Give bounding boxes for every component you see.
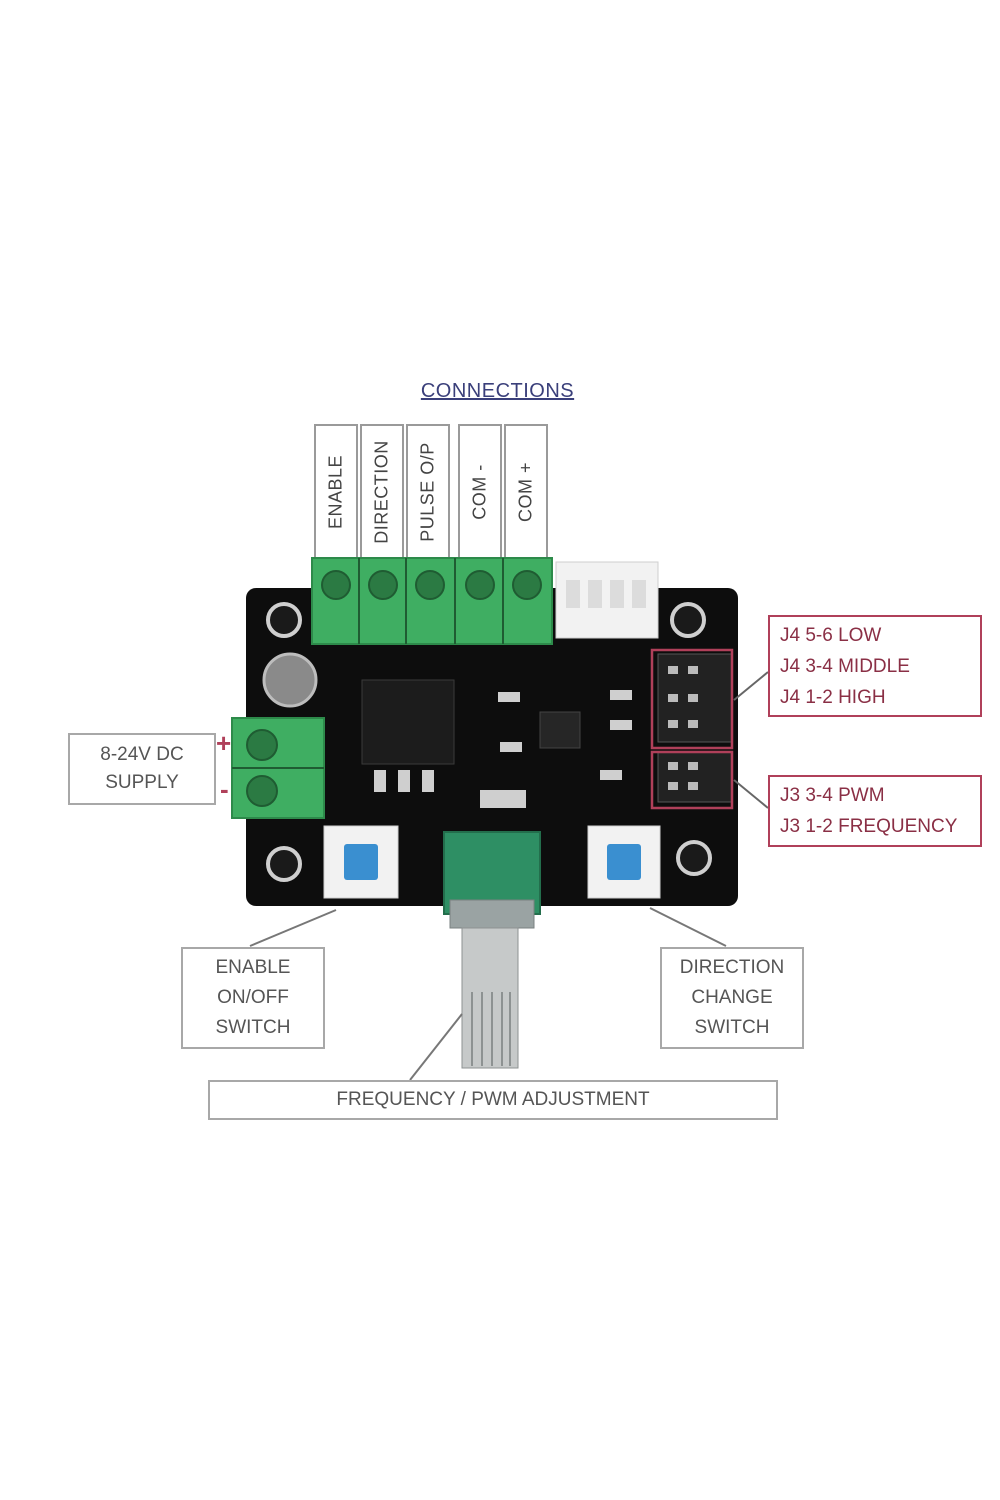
direction-line1: DIRECTION — [679, 957, 785, 978]
capacitor — [262, 652, 318, 708]
direction-line2: CHANGE — [691, 987, 773, 1008]
enable-line2: ON/OFF — [217, 987, 289, 1008]
enable-switch-box: ENABLE ON/OFF SWITCH — [181, 947, 325, 1049]
jumper-j4-box: J4 5-6 LOW J4 3-4 MIDDLE J4 1-2 HIGH — [768, 615, 982, 717]
connections-title: CONNECTIONS — [420, 380, 575, 402]
j4-low: J4 5-6 LOW — [780, 624, 882, 646]
enable-line1: ENABLE — [215, 957, 291, 978]
pot-adjustment-box: FREQUENCY / PWM ADJUSTMENT — [208, 1080, 778, 1120]
enable-switch-body — [323, 825, 399, 899]
j3-pwm: J3 3-4 PWM — [780, 785, 885, 806]
label-com-minus: COM - — [458, 424, 502, 560]
direction-switch-box: DIRECTION CHANGE SWITCH — [660, 947, 804, 1049]
pot-adjustment-label: FREQUENCY / PWM ADJUSTMENT — [336, 1089, 650, 1110]
regulator-chip — [361, 679, 455, 765]
supply-plus-sign: + — [216, 728, 232, 758]
supply-line2: SUPPLY — [105, 772, 179, 793]
j4-high: J4 1-2 HIGH — [780, 686, 886, 708]
jumper-j3 — [657, 751, 733, 803]
label-pulse-op: PULSE O/P — [406, 424, 450, 560]
enable-line3: SWITCH — [215, 1017, 291, 1038]
supply-minus-sign: - — [220, 774, 229, 804]
direction-switch-button — [607, 844, 641, 880]
jumper-j3-box: J3 3-4 PWM J3 1-2 FREQUENCY — [768, 775, 982, 847]
j4-middle: J4 3-4 MIDDLE — [780, 655, 910, 677]
supply-box: 8-24V DC SUPPLY — [68, 733, 216, 805]
ic-chip — [539, 711, 581, 749]
enable-switch-button — [344, 844, 378, 880]
direction-line3: SWITCH — [694, 1017, 770, 1038]
mounting-holes — [266, 602, 712, 882]
supply-line1: 8-24V DC — [100, 744, 184, 765]
j3-frequency: J3 1-2 FREQUENCY — [780, 816, 958, 837]
